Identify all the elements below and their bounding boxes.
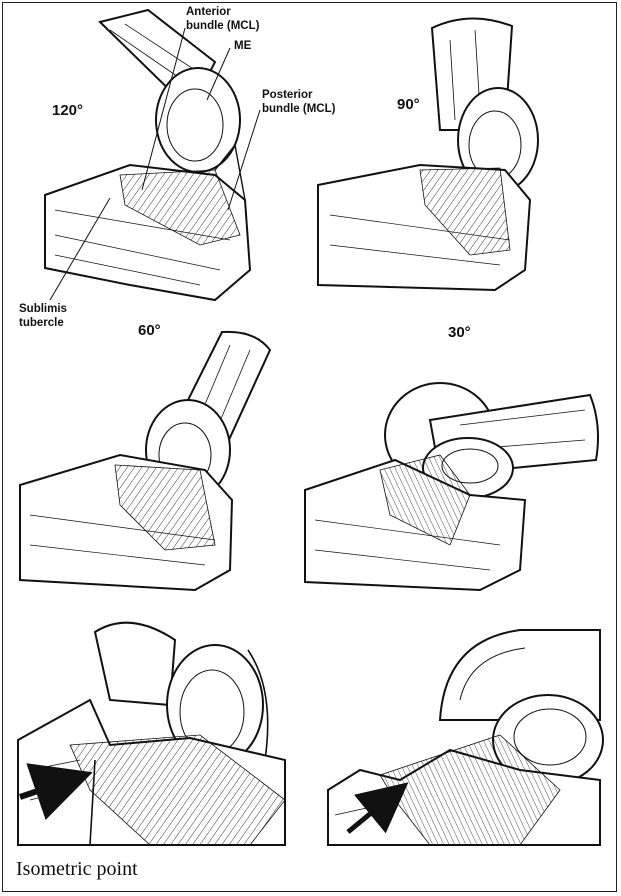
- panel-90-elbow: [318, 18, 538, 290]
- closeup-right-elbow: [328, 630, 603, 845]
- angle-60-label: 60°: [138, 324, 161, 338]
- sublimis-tubercle-label: Sublimis tubercle: [19, 302, 67, 330]
- me-label: ME: [234, 39, 251, 53]
- panel-30-elbow: [305, 383, 598, 590]
- angle-120-label: 120°: [52, 104, 83, 118]
- panel-60-elbow: [20, 332, 270, 590]
- angle-90-label: 90°: [397, 98, 420, 112]
- closeup-left-elbow: [18, 623, 285, 845]
- posterior-bundle-label: Posterior bundle (MCL): [262, 88, 335, 116]
- angle-30-label: 30°: [448, 326, 471, 340]
- figure-caption: Isometric point: [16, 858, 138, 881]
- anterior-bundle-label: Anterior bundle (MCL): [186, 5, 259, 33]
